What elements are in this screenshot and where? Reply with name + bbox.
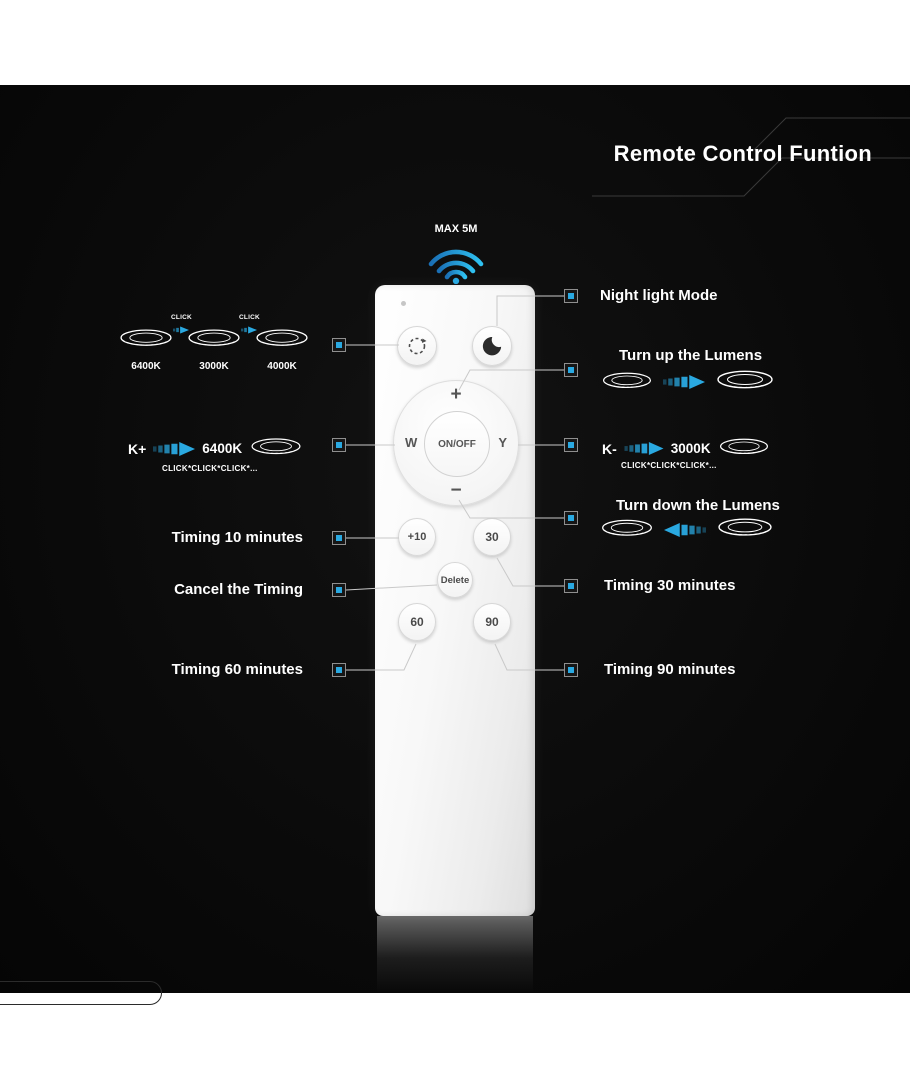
node-dot (336, 667, 342, 673)
ceiling-lamp-icon (254, 328, 310, 352)
k-plus-label: K+ (128, 440, 147, 457)
gradient-arrow-right-icon (624, 442, 664, 455)
connector-node-timing-60 (332, 663, 346, 677)
node-dot (568, 583, 574, 589)
connector-node-timing-30 (564, 579, 578, 593)
ceiling-lamp-icon (600, 518, 654, 542)
click-step-2: CLICK (239, 314, 260, 339)
lamp-label: 3000K (199, 361, 229, 372)
connector-node-cancel-timing (332, 583, 346, 597)
node-dot (336, 587, 342, 593)
connector-node-k-plus (332, 438, 346, 452)
connector-node-timing-10 (332, 531, 346, 545)
ceiling-lamp-icon (715, 369, 775, 395)
node-dot (568, 515, 574, 521)
connector-node-lumens-down (564, 511, 578, 525)
cancel-timing-label: Cancel the Timing (174, 581, 303, 598)
lumens-down-button[interactable]: − (450, 480, 462, 501)
delete-timer-button[interactable]: Delete (437, 562, 473, 598)
timing-90-label: Timing 90 minutes (604, 661, 736, 678)
lumens-up-graphic (601, 369, 775, 395)
ir-led-dot (401, 301, 406, 306)
ceiling-lamp-icon (601, 371, 653, 394)
timer-60-button[interactable]: 60 (398, 603, 436, 641)
gradient-arrow-right-icon (662, 375, 706, 389)
page-title: Remote Control Funtion (613, 141, 872, 166)
timing-30-label: Timing 30 minutes (604, 577, 736, 594)
k-minus-value: 3000K (670, 441, 711, 456)
connector-node-night-light (564, 289, 578, 303)
timer-90-button[interactable]: 90 (473, 603, 511, 641)
k-minus-sub: CLICK*CLICK*CLICK*... (621, 461, 717, 470)
lumens-up-button[interactable]: + (450, 384, 462, 405)
gradient-arrow-right-icon (153, 442, 195, 456)
lamp-3000k: 3000K (186, 328, 242, 372)
moon-icon (482, 337, 502, 356)
brightness-cycle-button[interactable] (397, 326, 437, 366)
ceiling-lamp-icon (186, 328, 242, 352)
connector-node-temp-cycle (332, 338, 346, 352)
node-dot (336, 342, 342, 348)
node-dot (568, 442, 574, 448)
timer-10-button[interactable]: +10 (398, 518, 436, 556)
lumens-down-label: Turn down the Lumens (616, 497, 780, 514)
remote-control: + − W Y ON/OFF +10 30 Delete 60 90 (375, 285, 535, 916)
lamp-label: 6400K (131, 361, 161, 372)
click-label: CLICK (171, 314, 192, 321)
k-plus-callout: K+ 6400K (128, 437, 303, 460)
timing-60-label: Timing 60 minutes (171, 661, 303, 678)
decorative-outline (0, 981, 162, 1005)
k-minus-label: K- (602, 440, 617, 457)
connector-node-lumens-up (564, 363, 578, 377)
click-label: CLICK (239, 314, 260, 321)
ceiling-lamp-icon (118, 328, 174, 352)
click-step-1: CLICK (171, 314, 192, 339)
lumens-down-graphic (600, 517, 774, 542)
node-dot (568, 367, 574, 373)
ceiling-lamp-icon (716, 517, 774, 542)
gradient-arrow-left-icon (663, 523, 707, 537)
timing-10-label: Timing 10 minutes (171, 529, 303, 546)
timer-30-button[interactable]: 30 (473, 518, 511, 556)
color-temp-cycle-callout: 6400K CLICK 3000K CLICK 4000K (118, 310, 318, 378)
max-range-label: MAX 5M (434, 223, 478, 235)
lumens-up-label: Turn up the Lumens (619, 347, 763, 364)
lamp-label: 4000K (267, 361, 297, 372)
lamp-6400k: 6400K (118, 328, 174, 372)
signal-waves-icon (428, 249, 484, 284)
connector-node-timing-90 (564, 663, 578, 677)
on-off-button[interactable]: ON/OFF (424, 411, 490, 477)
node-dot (568, 667, 574, 673)
node-dot (336, 442, 342, 448)
night-light-button[interactable] (472, 326, 512, 366)
connector-node-k-minus (564, 438, 578, 452)
k-plus-sub: CLICK*CLICK*CLICK*... (162, 464, 258, 473)
night-light-label: Night light Mode (600, 287, 718, 304)
ceiling-lamp-icon (718, 437, 770, 460)
node-dot (568, 293, 574, 299)
node-dot (336, 535, 342, 541)
warm-white-button[interactable]: W (405, 435, 418, 450)
k-minus-callout: K- 3000K (602, 437, 770, 460)
brightness-cycle-icon (408, 337, 427, 355)
k-plus-value: 6400K (202, 441, 243, 456)
cool-white-button[interactable]: Y (498, 435, 507, 450)
ceiling-lamp-icon (249, 437, 303, 460)
remote-reflection (377, 916, 533, 992)
lamp-4000k: 4000K (254, 328, 310, 372)
dpad-ring: + − W Y ON/OFF (393, 380, 519, 506)
